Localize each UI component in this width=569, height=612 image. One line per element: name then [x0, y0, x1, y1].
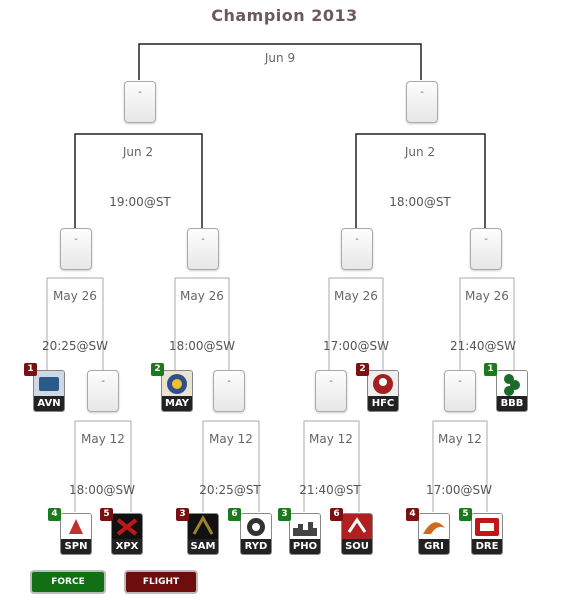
team-card-spn[interactable]: SPN: [60, 513, 92, 555]
round1-game-2[interactable]: -: [213, 370, 245, 412]
team-card-dre[interactable]: DRE: [471, 513, 503, 555]
seed-badge: 5: [459, 508, 472, 521]
quarter-time-1: 20:25@SW: [41, 339, 109, 353]
team-card-bbb[interactable]: BBB: [496, 370, 528, 412]
team-card-may[interactable]: MAY: [161, 370, 193, 412]
may-logo-icon: [162, 371, 192, 397]
avn-logo-icon: [34, 371, 64, 397]
quarter-time-4: 21:40@SW: [449, 339, 517, 353]
pho-logo-mark: [293, 522, 317, 536]
gri-logo-mark: [423, 522, 445, 534]
seed-badge: 3: [278, 508, 291, 521]
team-abbr: SPN: [61, 539, 91, 554]
xpx-logo-mark: [116, 518, 138, 536]
final-date: Jun 9: [264, 51, 296, 65]
seed-badge: 2: [151, 363, 164, 376]
team-abbr: MAY: [162, 396, 192, 411]
spn-logo-mark: [69, 519, 83, 534]
seed-badge: 6: [228, 508, 241, 521]
team-card-pho[interactable]: PHO: [289, 513, 321, 555]
quarter-date-1: May 26: [53, 289, 97, 303]
round1-game-4[interactable]: -: [444, 370, 476, 412]
round1-time-3: 21:40@ST: [299, 483, 361, 497]
semi-right-game[interactable]: -: [406, 81, 438, 123]
team-abbr: BBB: [497, 396, 527, 411]
seed-badge: 4: [406, 508, 419, 521]
legend-flight-division: FLIGHT Division: [124, 570, 198, 607]
team-abbr: DRE: [472, 539, 502, 554]
quarter-date-4: May 26: [465, 289, 509, 303]
team-abbr: PHO: [290, 539, 320, 554]
bbb-logo-mark-3: [504, 386, 514, 396]
team-abbr: SOU: [342, 539, 372, 554]
team-card-sam[interactable]: SAM: [187, 513, 219, 555]
semi-left-date: Jun 2: [122, 145, 154, 159]
round1-date-2: May 12: [209, 432, 253, 446]
sam-logo-mark: [192, 514, 214, 535]
quarter-game-1[interactable]: -: [60, 228, 92, 270]
quarter-game-3[interactable]: -: [341, 228, 373, 270]
semi-right-date: Jun 2: [404, 145, 436, 159]
round1-time-1: 18:00@SW: [68, 483, 136, 497]
seed-badge: 4: [48, 508, 61, 521]
team-abbr: SAM: [188, 539, 218, 554]
team-abbr: GRI: [419, 539, 449, 554]
gri-logo-icon: [419, 514, 449, 540]
hfc-logo-icon: [368, 371, 398, 397]
team-card-ryd[interactable]: RYD: [240, 513, 272, 555]
round1-date-4: May 12: [438, 432, 482, 446]
seed-badge: 5: [100, 508, 113, 521]
spn-logo-icon: [61, 514, 91, 540]
semi-left-game[interactable]: -: [124, 81, 156, 123]
team-card-hfc[interactable]: HFC: [367, 370, 399, 412]
quarter-game-4[interactable]: -: [470, 228, 502, 270]
quarter-game-2[interactable]: -: [187, 228, 219, 270]
ryd-logo-icon: [241, 514, 271, 540]
team-abbr: AVN: [34, 396, 64, 411]
quarter-date-2: May 26: [180, 289, 224, 303]
seed-badge: 3: [176, 508, 189, 521]
pho-logo-icon: [290, 514, 320, 540]
seed-badge: 1: [484, 363, 497, 376]
quarter-time-3: 17:00@SW: [322, 339, 390, 353]
seed-badge: 1: [24, 363, 37, 376]
round1-time-4: 17:00@SW: [425, 483, 493, 497]
round1-game-1[interactable]: -: [87, 370, 119, 412]
team-abbr: RYD: [241, 539, 271, 554]
seed-badge: 6: [330, 508, 343, 521]
legend-force-division: FORCE Division: [30, 570, 106, 607]
sam-logo-icon: [188, 514, 218, 540]
avn-logo-mark: [39, 377, 59, 391]
bbb-logo-icon: [497, 371, 527, 397]
semi-right-time: 18:00@ST: [389, 195, 451, 209]
bracket-title: Champion 2013: [211, 6, 358, 25]
team-card-sou[interactable]: SOU: [341, 513, 373, 555]
dre-logo-icon: [472, 514, 502, 540]
team-card-xpx[interactable]: XPX: [111, 513, 143, 555]
round1-date-3: May 12: [309, 432, 353, 446]
round1-date-1: May 12: [81, 432, 125, 446]
team-abbr: XPX: [112, 539, 142, 554]
quarter-date-3: May 26: [334, 289, 378, 303]
round1-time-2: 20:25@ST: [199, 483, 261, 497]
semi-left-time: 19:00@ST: [109, 195, 171, 209]
team-abbr: HFC: [368, 396, 398, 411]
sou-logo-icon: [342, 514, 372, 540]
round1-game-3[interactable]: -: [315, 370, 347, 412]
team-card-avn[interactable]: AVN: [33, 370, 65, 412]
seed-badge: 2: [356, 363, 369, 376]
xpx-logo-icon: [112, 514, 142, 540]
quarter-time-2: 18:00@SW: [168, 339, 236, 353]
team-card-gri[interactable]: GRI: [418, 513, 450, 555]
